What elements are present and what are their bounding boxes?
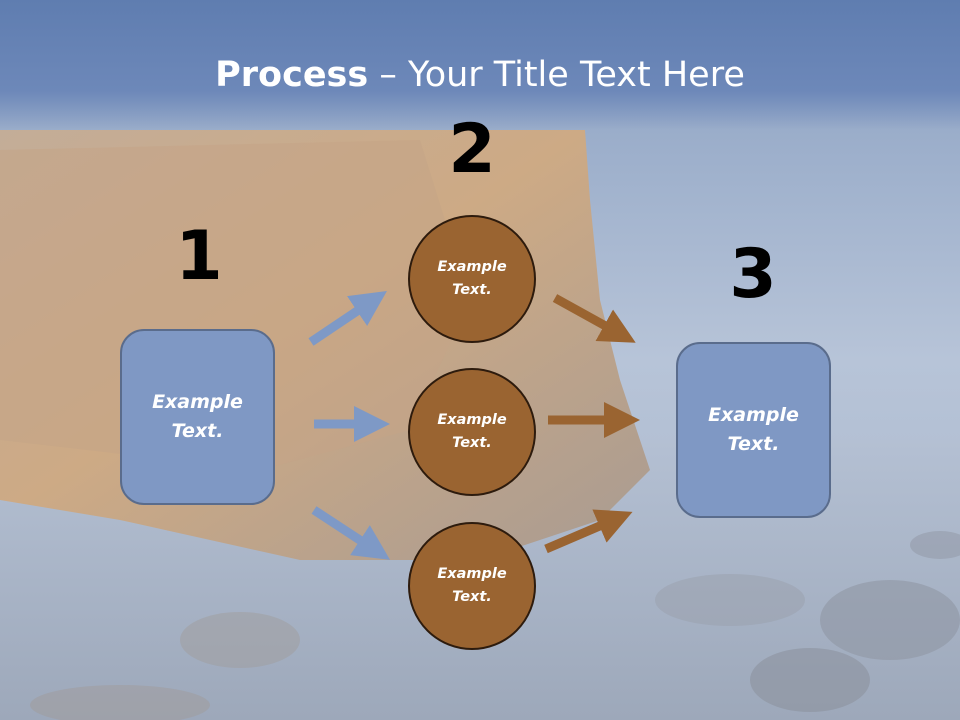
circle-bottom-label: Example Text. bbox=[437, 566, 507, 605]
step-1-label: Example Text. bbox=[152, 391, 243, 442]
circle-top-label: Example Text. bbox=[437, 259, 507, 298]
step-number-3: 3 bbox=[729, 235, 777, 314]
arrow-top-to-3 bbox=[552, 294, 636, 343]
step-1-box: Example Text. bbox=[120, 329, 275, 505]
arrow-1-to-bottom bbox=[311, 506, 391, 560]
title-bold: Process bbox=[215, 55, 369, 95]
step-number-2: 2 bbox=[448, 110, 496, 189]
arrow-1-to-top bbox=[308, 290, 387, 346]
title-rest: – Your Title Text Here bbox=[368, 55, 745, 95]
step-2-circle-middle: Example Text. bbox=[408, 368, 536, 496]
step-3-label: Example Text. bbox=[708, 404, 799, 455]
step-2-circle-top: Example Text. bbox=[408, 215, 536, 343]
circle-middle-label: Example Text. bbox=[437, 412, 507, 451]
arrow-bottom-to-3 bbox=[544, 509, 633, 554]
step-3-box: Example Text. bbox=[676, 342, 831, 518]
title-band bbox=[0, 0, 960, 130]
step-number-1: 1 bbox=[175, 217, 223, 296]
slide-title: Process – Your Title Text Here bbox=[0, 52, 960, 98]
step-2-circle-bottom: Example Text. bbox=[408, 522, 536, 650]
